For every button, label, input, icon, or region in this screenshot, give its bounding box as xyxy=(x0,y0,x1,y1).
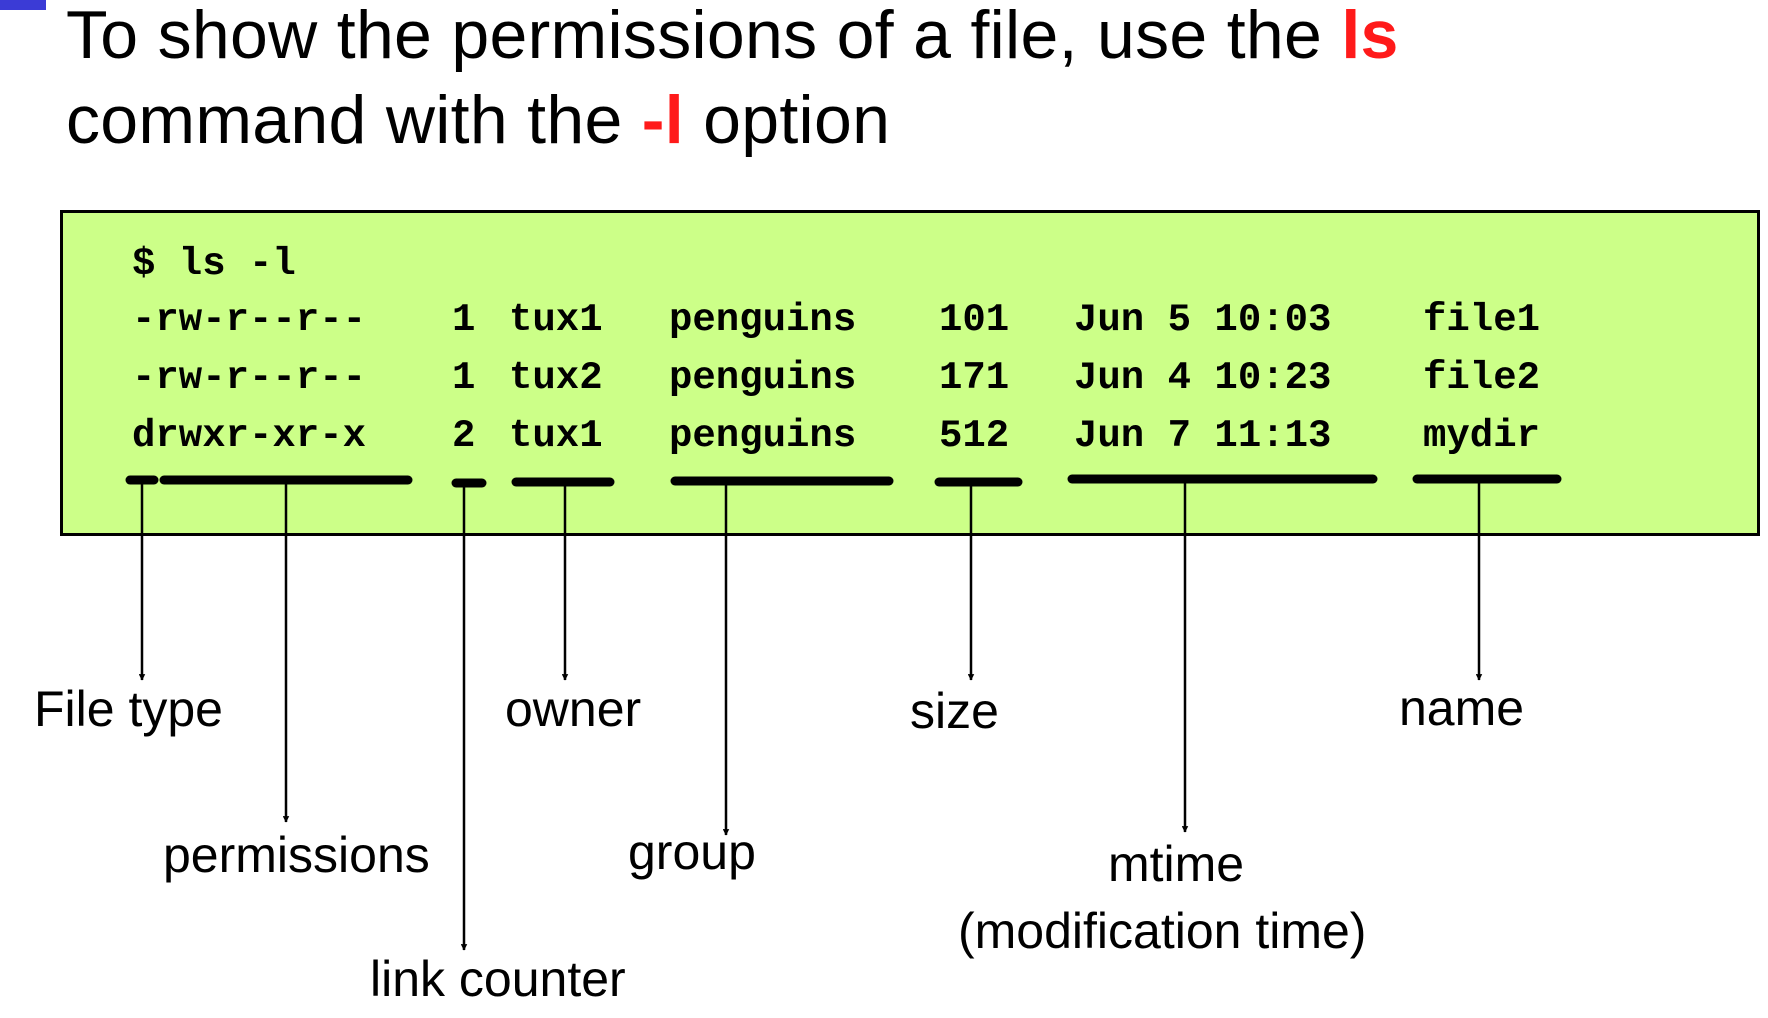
l-option-keyword: -l xyxy=(641,82,684,158)
cell-owner: tux1 xyxy=(509,414,603,458)
title-text: To show the permissions of a file, use t… xyxy=(66,0,1342,73)
owner-label: owner xyxy=(505,681,642,737)
mtime-label: mtime xyxy=(1108,836,1245,892)
cell-group: penguins xyxy=(669,356,857,400)
slide-corner-accent xyxy=(0,0,46,10)
cell-perms: -rw-r--r-- xyxy=(132,298,367,342)
cell-name: file2 xyxy=(1423,356,1541,400)
title-line-2: command with the -l option xyxy=(66,80,890,160)
mtime-note-label: (modification time) xyxy=(958,903,1367,959)
permissions-label: permissions xyxy=(163,827,430,883)
cell-links: 1 xyxy=(452,298,476,342)
cell-perms: -rw-r--r-- xyxy=(132,356,367,400)
cell-perms: drwxr-xr-x xyxy=(132,414,367,458)
cell-name: mydir xyxy=(1423,414,1541,458)
cell-mtime: Jun 4 10:23 xyxy=(1074,356,1332,400)
title-text: command with the xyxy=(66,82,642,158)
terminal-prompt: $ ls -l xyxy=(132,242,296,286)
cell-size: 101 xyxy=(939,298,1010,342)
cell-links: 1 xyxy=(452,356,476,400)
cell-group: penguins xyxy=(669,414,857,458)
cell-size: 171 xyxy=(939,356,1010,400)
cell-group: penguins xyxy=(669,298,857,342)
cell-links: 2 xyxy=(452,414,476,458)
cell-owner: tux2 xyxy=(509,356,603,400)
cell-owner: tux1 xyxy=(509,298,603,342)
cell-name: file1 xyxy=(1423,298,1541,342)
cell-mtime: Jun 5 10:03 xyxy=(1074,298,1332,342)
cell-mtime: Jun 7 11:13 xyxy=(1074,414,1332,458)
ls-keyword: ls xyxy=(1341,0,1399,73)
file-type-label: File type xyxy=(34,681,223,737)
name-label: name xyxy=(1399,680,1525,736)
title-line-1: To show the permissions of a file, use t… xyxy=(66,0,1399,75)
cell-size: 512 xyxy=(939,414,1010,458)
title-text: option xyxy=(683,82,891,158)
size-label: size xyxy=(910,683,999,739)
group-label: group xyxy=(628,824,756,880)
link-counter-label: link counter xyxy=(370,951,626,1007)
